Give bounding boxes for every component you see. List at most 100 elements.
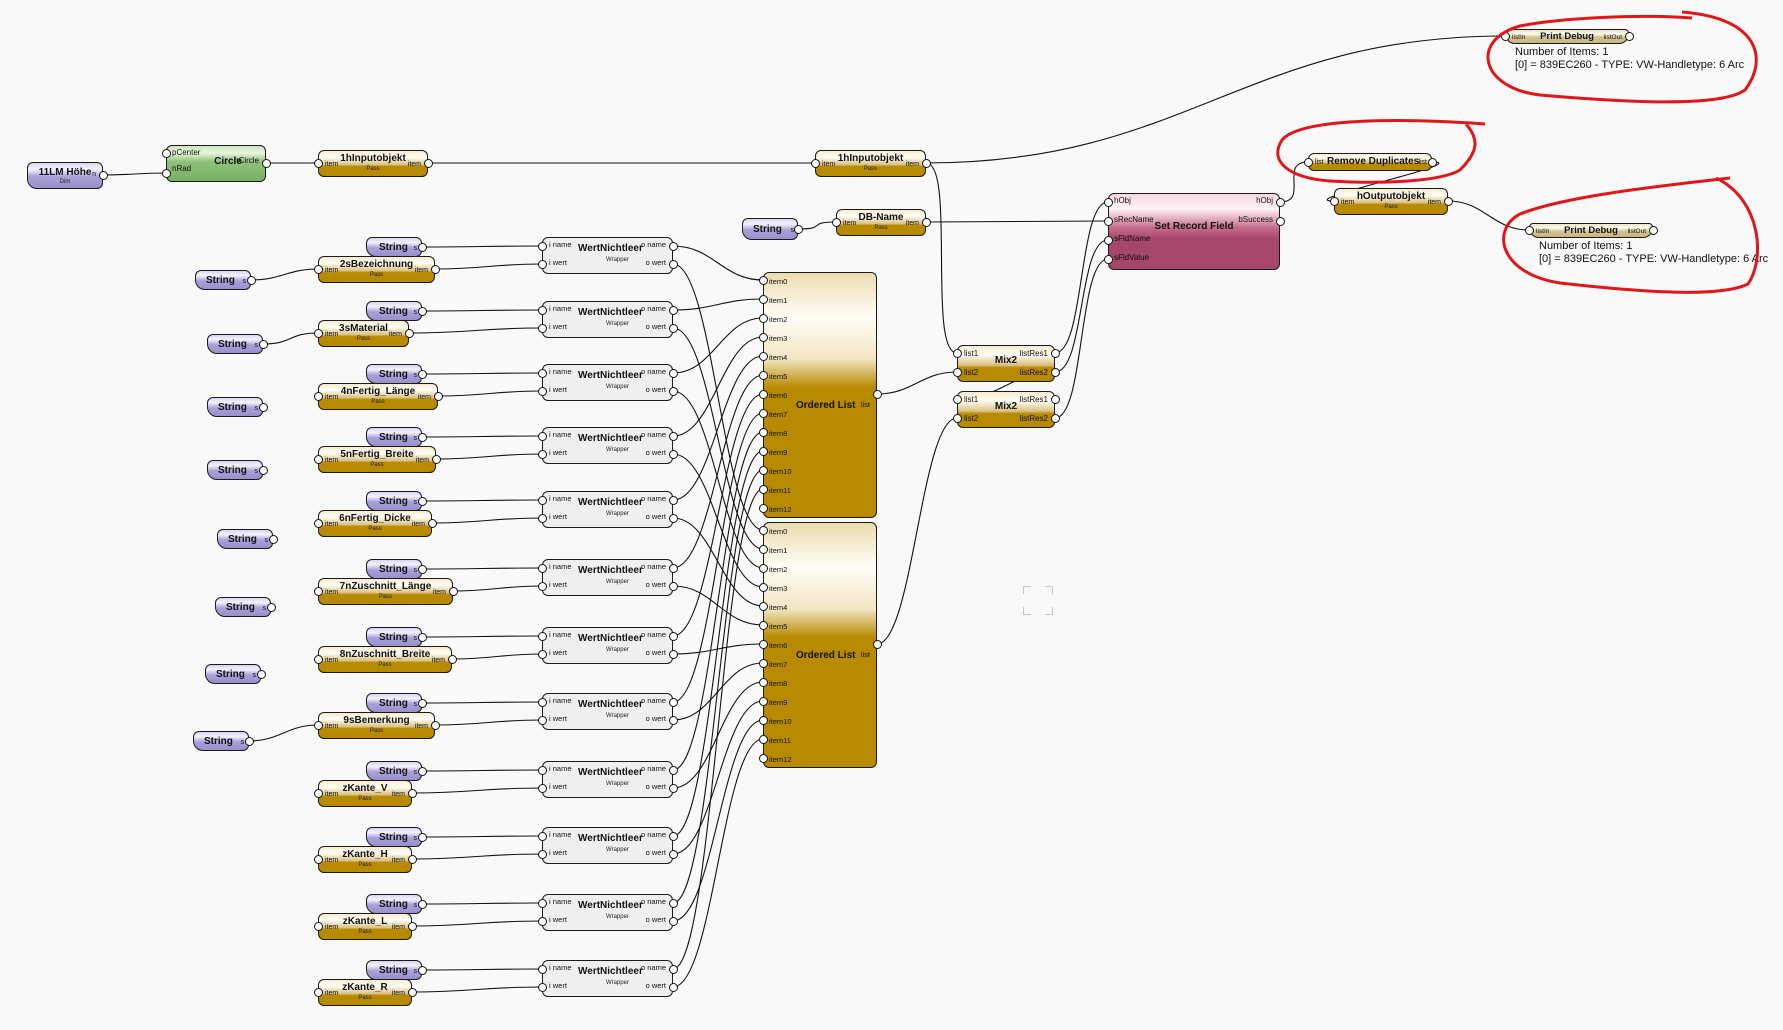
port-w5-in0[interactable] <box>537 563 547 573</box>
port-mxa-in0[interactable] <box>952 348 962 358</box>
port-w9-in1[interactable] <box>537 849 547 859</box>
port-ol1-in12[interactable] <box>758 503 768 513</box>
port-w3-out0[interactable] <box>668 431 678 441</box>
port-node-print-debug-2-out[interactable] <box>1648 225 1658 235</box>
port-ol2-in5[interactable] <box>758 620 768 630</box>
port-w11-in1[interactable] <box>537 982 547 992</box>
port-w4-out0[interactable] <box>668 495 678 505</box>
port-w7-out1[interactable] <box>668 715 678 725</box>
port-node-print-debug-1-in[interactable] <box>1500 31 1510 41</box>
port-w1-out1[interactable] <box>668 323 678 333</box>
port-w8-out1[interactable] <box>668 783 678 793</box>
port-srf-out0[interactable] <box>1275 197 1285 207</box>
port-w0-out1[interactable] <box>668 259 678 269</box>
port-rs3[interactable] <box>417 432 427 442</box>
port-rp10-out[interactable] <box>407 921 417 931</box>
port-ol2-in6[interactable] <box>758 639 768 649</box>
port-rp0-in[interactable] <box>313 264 323 274</box>
port-w0-in0[interactable] <box>537 241 547 251</box>
port-w4-in1[interactable] <box>537 513 547 523</box>
port-ol1-in7[interactable] <box>758 408 768 418</box>
port-ls0[interactable] <box>246 275 256 285</box>
port-w10-in1[interactable] <box>537 916 547 926</box>
port-ls2[interactable] <box>258 402 268 412</box>
port-mxa-in1[interactable] <box>952 367 962 377</box>
port-srf-in3[interactable] <box>1103 254 1113 264</box>
port-ls7[interactable] <box>244 736 254 746</box>
port-dbs-out[interactable] <box>793 224 803 234</box>
port-ol1-in8[interactable] <box>758 427 768 437</box>
port-ol1-out[interactable] <box>872 389 882 399</box>
port-mxb-out1[interactable] <box>1050 413 1060 423</box>
port-w10-in0[interactable] <box>537 898 547 908</box>
port-w4-in0[interactable] <box>537 495 547 505</box>
port-rs10[interactable] <box>417 899 427 909</box>
port-rp7-in[interactable] <box>313 720 323 730</box>
port-rs1[interactable] <box>417 306 427 316</box>
port-circle-in1[interactable] <box>161 168 171 178</box>
port-ol2-in7[interactable] <box>758 658 768 668</box>
port-w9-out0[interactable] <box>668 831 678 841</box>
port-w2-in1[interactable] <box>537 386 547 396</box>
port-ls3[interactable] <box>258 465 268 475</box>
port-out-out[interactable] <box>1443 196 1453 206</box>
port-ol2-in2[interactable] <box>758 563 768 573</box>
port-ol2-in0[interactable] <box>758 525 768 535</box>
port-w0-in1[interactable] <box>537 259 547 269</box>
port-ol2-in9[interactable] <box>758 696 768 706</box>
port-w1-out0[interactable] <box>668 305 678 315</box>
port-rp2-in[interactable] <box>313 391 323 401</box>
port-rp1-in[interactable] <box>313 328 323 338</box>
port-rp3-out[interactable] <box>431 454 441 464</box>
port-w4-out1[interactable] <box>668 513 678 523</box>
port-lm-out[interactable] <box>98 170 108 180</box>
port-ol2-in3[interactable] <box>758 582 768 592</box>
port-ol1-in2[interactable] <box>758 313 768 323</box>
port-w5-out1[interactable] <box>668 581 678 591</box>
port-rp6-in[interactable] <box>313 654 323 664</box>
port-ol1-in9[interactable] <box>758 446 768 456</box>
port-ol1-in11[interactable] <box>758 484 768 494</box>
port-rs5[interactable] <box>417 564 427 574</box>
port-inR-out[interactable] <box>921 158 931 168</box>
port-ol1-in6[interactable] <box>758 389 768 399</box>
port-rp7-out[interactable] <box>430 720 440 730</box>
port-rp4-out[interactable] <box>427 518 437 528</box>
port-out-in[interactable] <box>1329 196 1339 206</box>
port-w2-out0[interactable] <box>668 368 678 378</box>
port-ol1-in0[interactable] <box>758 275 768 285</box>
port-rp11-in[interactable] <box>313 987 323 997</box>
